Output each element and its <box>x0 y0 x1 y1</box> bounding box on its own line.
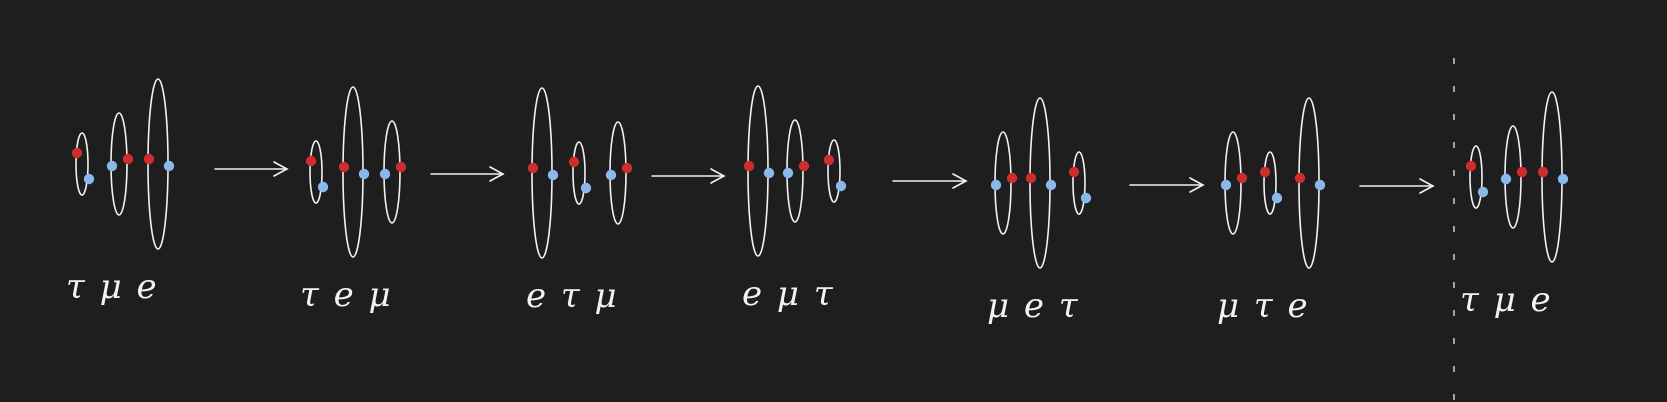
arrow-head <box>273 161 289 177</box>
blue-dot <box>1500 173 1512 185</box>
blue-dot <box>379 168 391 180</box>
stage-label: e μ τ <box>742 274 835 314</box>
stage-label: μ τ e <box>1217 286 1310 326</box>
arrow-head <box>952 173 968 189</box>
blue-dot <box>106 160 118 172</box>
red-dot <box>798 160 810 172</box>
red-dot <box>823 154 835 166</box>
red-dot <box>1465 160 1477 172</box>
blue-dot <box>1314 179 1326 191</box>
red-dot <box>743 160 755 172</box>
stage-label: τ μ e <box>1460 280 1553 320</box>
arrow-head <box>710 168 726 184</box>
blue-dot <box>83 173 95 185</box>
red-dot <box>395 161 407 173</box>
red-dot <box>1236 172 1248 184</box>
blue-dot <box>1557 173 1569 185</box>
blue-dot <box>580 182 592 194</box>
red-dot <box>143 153 155 165</box>
ring-small <box>1263 151 1277 215</box>
red-dot <box>1537 166 1549 178</box>
blue-dot <box>1045 179 1057 191</box>
red-dot <box>338 161 350 173</box>
red-dot <box>122 153 134 165</box>
blue-dot <box>1080 192 1092 204</box>
red-dot <box>527 162 539 174</box>
stage-label: τ e μ <box>300 275 393 315</box>
ring-small <box>75 132 89 196</box>
blue-dot <box>605 169 617 181</box>
red-dot <box>621 162 633 174</box>
blue-dot <box>782 167 794 179</box>
blue-dot <box>1477 186 1489 198</box>
ring-small <box>572 141 586 205</box>
arrow-head <box>489 166 505 182</box>
red-dot <box>1294 172 1306 184</box>
red-dot <box>71 147 83 159</box>
red-dot <box>1006 172 1018 184</box>
blue-dot <box>163 160 175 172</box>
stage-label: τ μ e <box>66 267 159 307</box>
blue-dot <box>547 169 559 181</box>
blue-dot <box>990 179 1002 191</box>
stage-label: μ e τ <box>987 286 1080 326</box>
blue-dot <box>763 167 775 179</box>
red-dot <box>568 156 580 168</box>
blue-dot <box>1220 179 1232 191</box>
ring-small <box>1072 151 1086 215</box>
stage-label: e τ μ <box>526 276 619 316</box>
blue-dot <box>835 180 847 192</box>
arrow-head <box>1419 178 1435 194</box>
red-dot <box>305 155 317 167</box>
blue-dot <box>1271 192 1283 204</box>
red-dot <box>1025 172 1037 184</box>
red-dot <box>1259 166 1271 178</box>
red-dot <box>1516 166 1528 178</box>
blue-dot <box>358 168 370 180</box>
ring-small <box>827 139 841 203</box>
ring-small <box>1469 145 1483 209</box>
arrow-head <box>1189 177 1205 193</box>
ring-small <box>309 140 323 204</box>
blue-dot <box>317 181 329 193</box>
red-dot <box>1068 166 1080 178</box>
